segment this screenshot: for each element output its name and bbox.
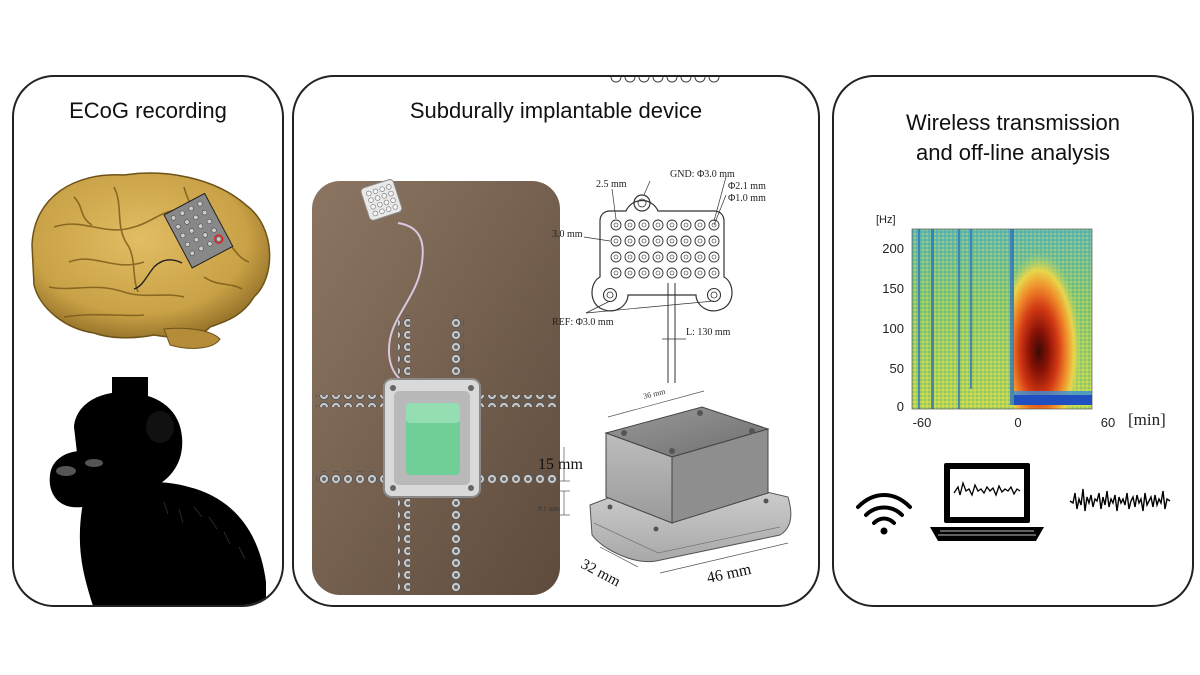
device-panel: Subdurally implantable device (292, 75, 820, 607)
label-top: 36 mm (642, 387, 667, 401)
label-width: 46 mm (705, 561, 753, 587)
laptop-icon (930, 463, 1044, 541)
label-height: 15 mm (538, 456, 583, 473)
photo-electrode-array (360, 179, 403, 221)
ytick-200: 200 (882, 241, 904, 256)
ecog-electrode-grid (163, 192, 234, 269)
wireless-panel-title-line2: and off-line analysis (915, 140, 1111, 165)
device-photo (312, 179, 560, 595)
ytick-0: 0 (897, 399, 904, 414)
label-base: 9.1 mm (538, 505, 560, 513)
ytick-50: 50 (890, 361, 904, 376)
wireless-panel-title-line1: Wireless transmission (906, 110, 1120, 135)
label-lead: L: 130 mm (686, 327, 731, 338)
device-panel-title: Subdurally implantable device (409, 98, 703, 123)
housing-3d-drawing: 36 mm 15 mm 9.1 mm 32 mm 46 mm (538, 387, 792, 590)
wifi-icon (856, 493, 912, 535)
xtick-60: 60 (1101, 415, 1115, 430)
label-ref: REF: Φ3.0 mm (552, 317, 614, 328)
monkey-silhouette (49, 377, 266, 605)
xtick-0: 0 (1014, 415, 1021, 430)
spectrogram-x-unit: [min] (1128, 410, 1166, 429)
ytick-100: 100 (882, 321, 904, 336)
ecog-panel: ECoG recording (12, 75, 284, 607)
waveform-icon (1069, 488, 1171, 512)
label-depth: 32 mm (578, 556, 623, 590)
electrode-array-schematic: GND: Φ3.0 mm 2.5 mm Φ2.1 mm Φ1.0 mm 3.0 … (552, 77, 766, 383)
ecog-panel-title: ECoG recording (69, 98, 227, 123)
label-phi10: Φ1.0 mm (728, 193, 766, 204)
label-spacing: 3.0 mm (552, 229, 583, 240)
wireless-panel: Wireless transmission and off-line analy… (832, 75, 1194, 607)
label-phi21: Φ2.1 mm (728, 181, 766, 192)
label-pitch: 2.5 mm (596, 179, 627, 190)
spectrogram-y-unit: [Hz] (876, 214, 896, 226)
xtick-neg60: -60 (913, 415, 932, 430)
ytick-150: 150 (882, 281, 904, 296)
brain-illustration (31, 172, 271, 349)
label-gnd: GND: Φ3.0 mm (670, 169, 735, 180)
spectrogram: [Hz] 200 150 100 50 0 -60 0 60 [min] (876, 214, 1166, 430)
